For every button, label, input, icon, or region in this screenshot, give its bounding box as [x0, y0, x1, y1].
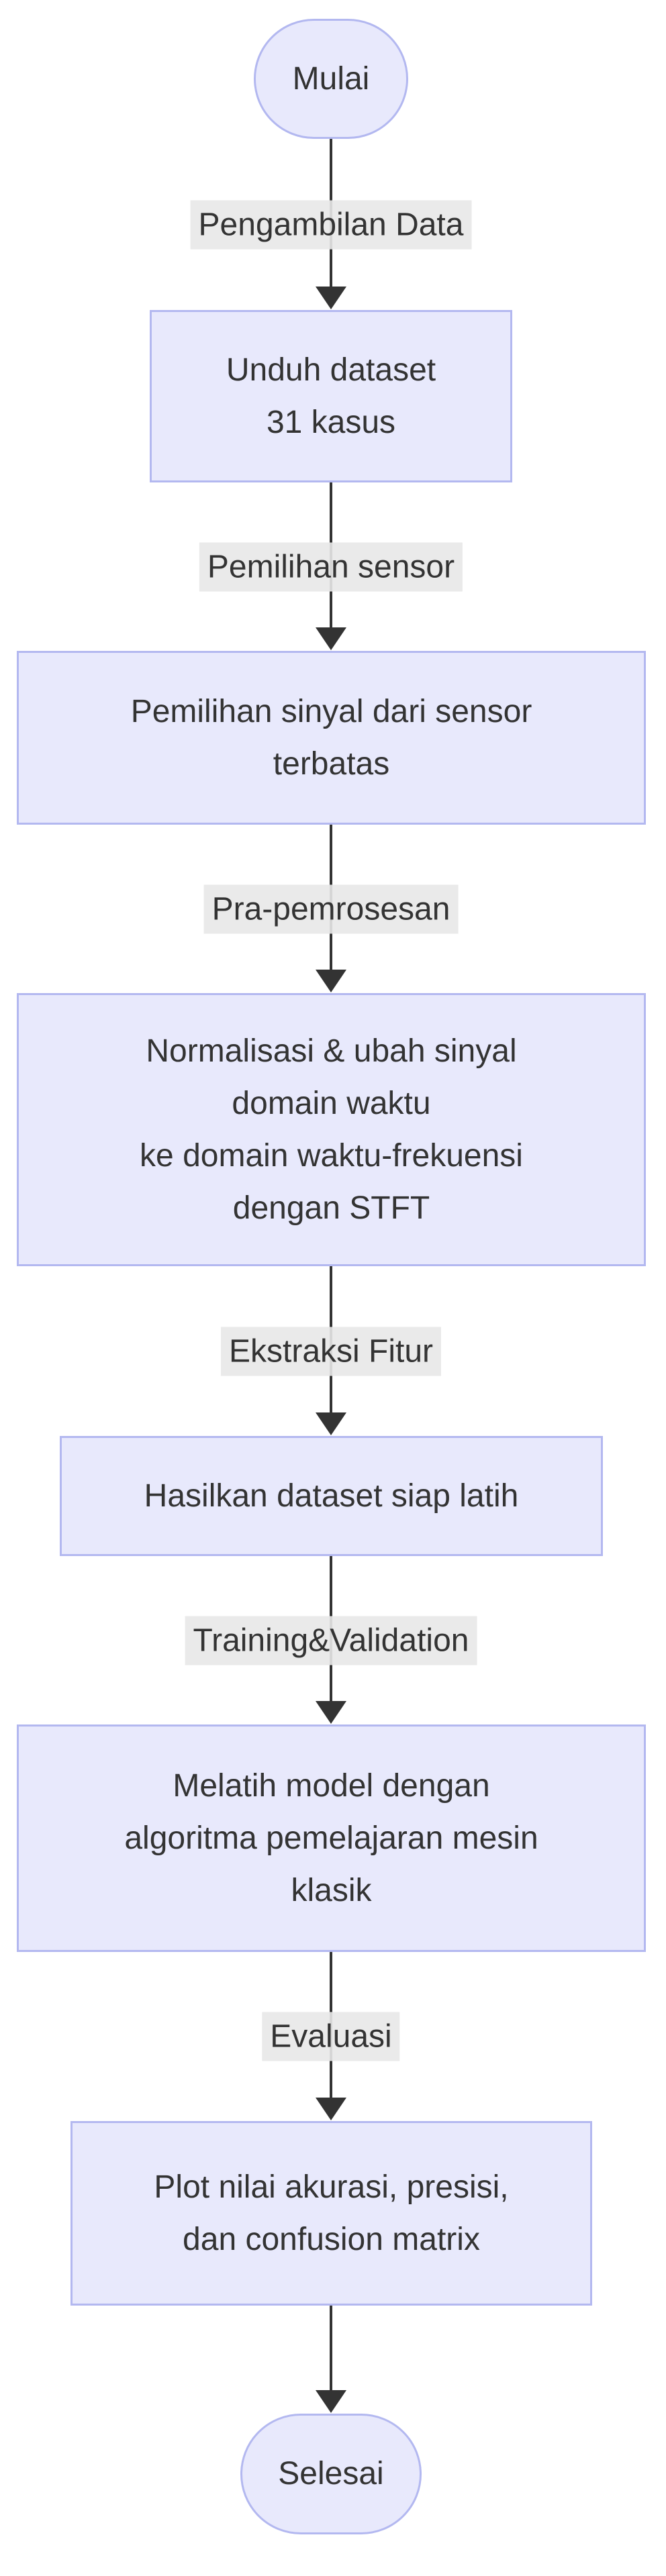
flow-node-hasilkan: Hasilkan dataset siap latih — [60, 1436, 603, 1556]
arrowhead-down-icon — [316, 2098, 346, 2120]
edge-label-hasilkan-melatih: Training&Validation — [185, 1616, 477, 1665]
edge-line-plot-end — [330, 2306, 332, 2407]
edge-label-unduh-pemilihan: Pemilihan sensor — [199, 542, 463, 592]
node-text: Melatih model dengan algoritma pemelajara… — [19, 1760, 644, 1917]
node-text-line: dengan STFT — [232, 1190, 430, 1226]
node-text: Pemilihan sinyal dari sensor terbatas — [19, 686, 644, 790]
flow-node-unduh: Unduh dataset 31 kasus — [150, 310, 512, 482]
node-text: Normalisasi & ubah sinyal domain waktu ke … — [19, 1025, 644, 1235]
node-text-line: Selesai — [278, 2456, 384, 2491]
node-text-line: klasik — [291, 1872, 372, 1908]
arrowhead-down-icon — [316, 627, 346, 650]
node-text-line: terbatas — [273, 745, 390, 782]
flow-node-melatih: Melatih model dengan algoritma pemelajara… — [17, 1724, 646, 1952]
flow-node-plot: Plot nilai akurasi, presisi, dan confusio… — [70, 2121, 592, 2306]
node-text-line: Unduh dataset — [226, 352, 436, 388]
node-text: Selesai — [242, 2448, 420, 2500]
node-text-line: Mulai — [292, 60, 370, 97]
arrowhead-down-icon — [316, 1412, 346, 1435]
node-text-line: 31 kasus — [266, 404, 396, 440]
edge-label-pemilihan-normalisasi: Pra-pemrosesan — [203, 884, 459, 934]
node-text: Plot nilai akurasi, presisi, dan confusio… — [73, 2161, 590, 2266]
flow-node-end: Selesai — [240, 2414, 422, 2534]
flow-node-pemilihan: Pemilihan sinyal dari sensor terbatas — [17, 651, 646, 825]
flow-node-normalisasi: Normalisasi & ubah sinyal domain waktu ke … — [17, 993, 646, 1266]
node-text-line: Normalisasi & ubah sinyal — [146, 1033, 517, 1069]
edge-label-normalisasi-hasilkan: Ekstraksi Fitur — [220, 1327, 442, 1376]
node-text-line: ke domain waktu-frekuensi — [140, 1137, 523, 1174]
node-text-line: Hasilkan dataset siap latih — [144, 1478, 519, 1514]
node-text-line: algoritma pemelajaran mesin — [124, 1820, 538, 1856]
node-text: Hasilkan dataset siap latih — [62, 1470, 601, 1523]
node-text-line: dan confusion matrix — [183, 2221, 480, 2257]
node-text-line: domain waktu — [232, 1085, 431, 1121]
edge-label-start-unduh: Pengambilan Data — [190, 200, 472, 250]
node-text: Mulai — [256, 53, 406, 105]
arrowhead-down-icon — [316, 970, 346, 992]
flow-node-start: Mulai — [254, 19, 408, 139]
node-text-line: Melatih model dengan — [173, 1767, 490, 1804]
node-text-line: Plot nilai akurasi, presisi, — [154, 2169, 509, 2205]
node-text: Unduh dataset 31 kasus — [152, 344, 510, 449]
node-text-line: Pemilihan sinyal dari sensor — [130, 693, 532, 729]
arrowhead-down-icon — [316, 287, 346, 309]
arrowhead-down-icon — [316, 2390, 346, 2413]
edge-label-melatih-plot: Evaluasi — [262, 2012, 400, 2061]
arrowhead-down-icon — [316, 1701, 346, 1724]
